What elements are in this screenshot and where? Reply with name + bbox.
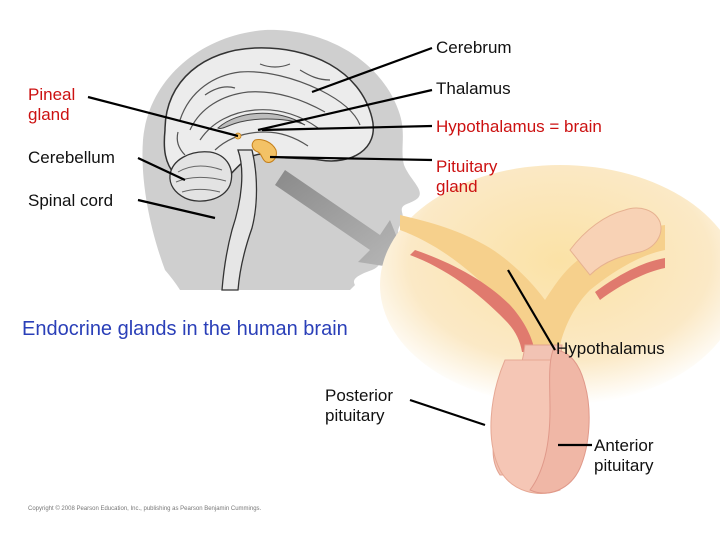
caption-title: Endocrine glands in the human brain [22, 318, 348, 340]
label-posterior-pituitary: Posterior pituitary [325, 386, 394, 425]
leader-thalamus [257, 88, 433, 132]
leader-cerebrum [311, 46, 433, 94]
copyright-notice: Copyright © 2008 Pearson Education, Inc.… [28, 506, 262, 512]
label-cerebellum: Cerebellum [28, 148, 115, 167]
leader-pineal [87, 95, 239, 138]
label-cerebrum: Cerebrum [436, 38, 512, 57]
cerebellum-folds [175, 165, 227, 193]
leader-posterior-pituitary [409, 398, 486, 427]
label-pineal-gland: Pineal gland [28, 85, 76, 124]
zoom-arrow [275, 170, 410, 270]
label-pituitary-gland: Pituitary gland [436, 157, 498, 196]
hypothalamus-right-lobe [569, 207, 662, 276]
label-spinal-cord: Spinal cord [28, 191, 114, 210]
label-thalamus: Thalamus [436, 79, 511, 98]
brain-gyri [176, 63, 361, 156]
leader-hypothalamus [507, 269, 556, 351]
anterior-pituitary-shape [529, 349, 590, 494]
leader-lines [87, 46, 592, 447]
hypothalamus-vessel-layer [410, 250, 665, 352]
leader-hypothalamus-brain [261, 124, 433, 132]
corpus-callosum [217, 112, 306, 129]
leader-cerebellum [137, 157, 186, 181]
label-hypothalamus-brain: Hypothalamus = brain [436, 117, 602, 136]
label-anterior-pituitary: Anterior pituitary [594, 436, 654, 475]
brain-stem [221, 149, 258, 291]
leader-spinal-cord [137, 198, 216, 220]
label-hypothalamus: Hypothalamus [556, 339, 665, 358]
cerebellum-shape [169, 151, 233, 202]
leader-pituitary-gland [269, 155, 433, 162]
